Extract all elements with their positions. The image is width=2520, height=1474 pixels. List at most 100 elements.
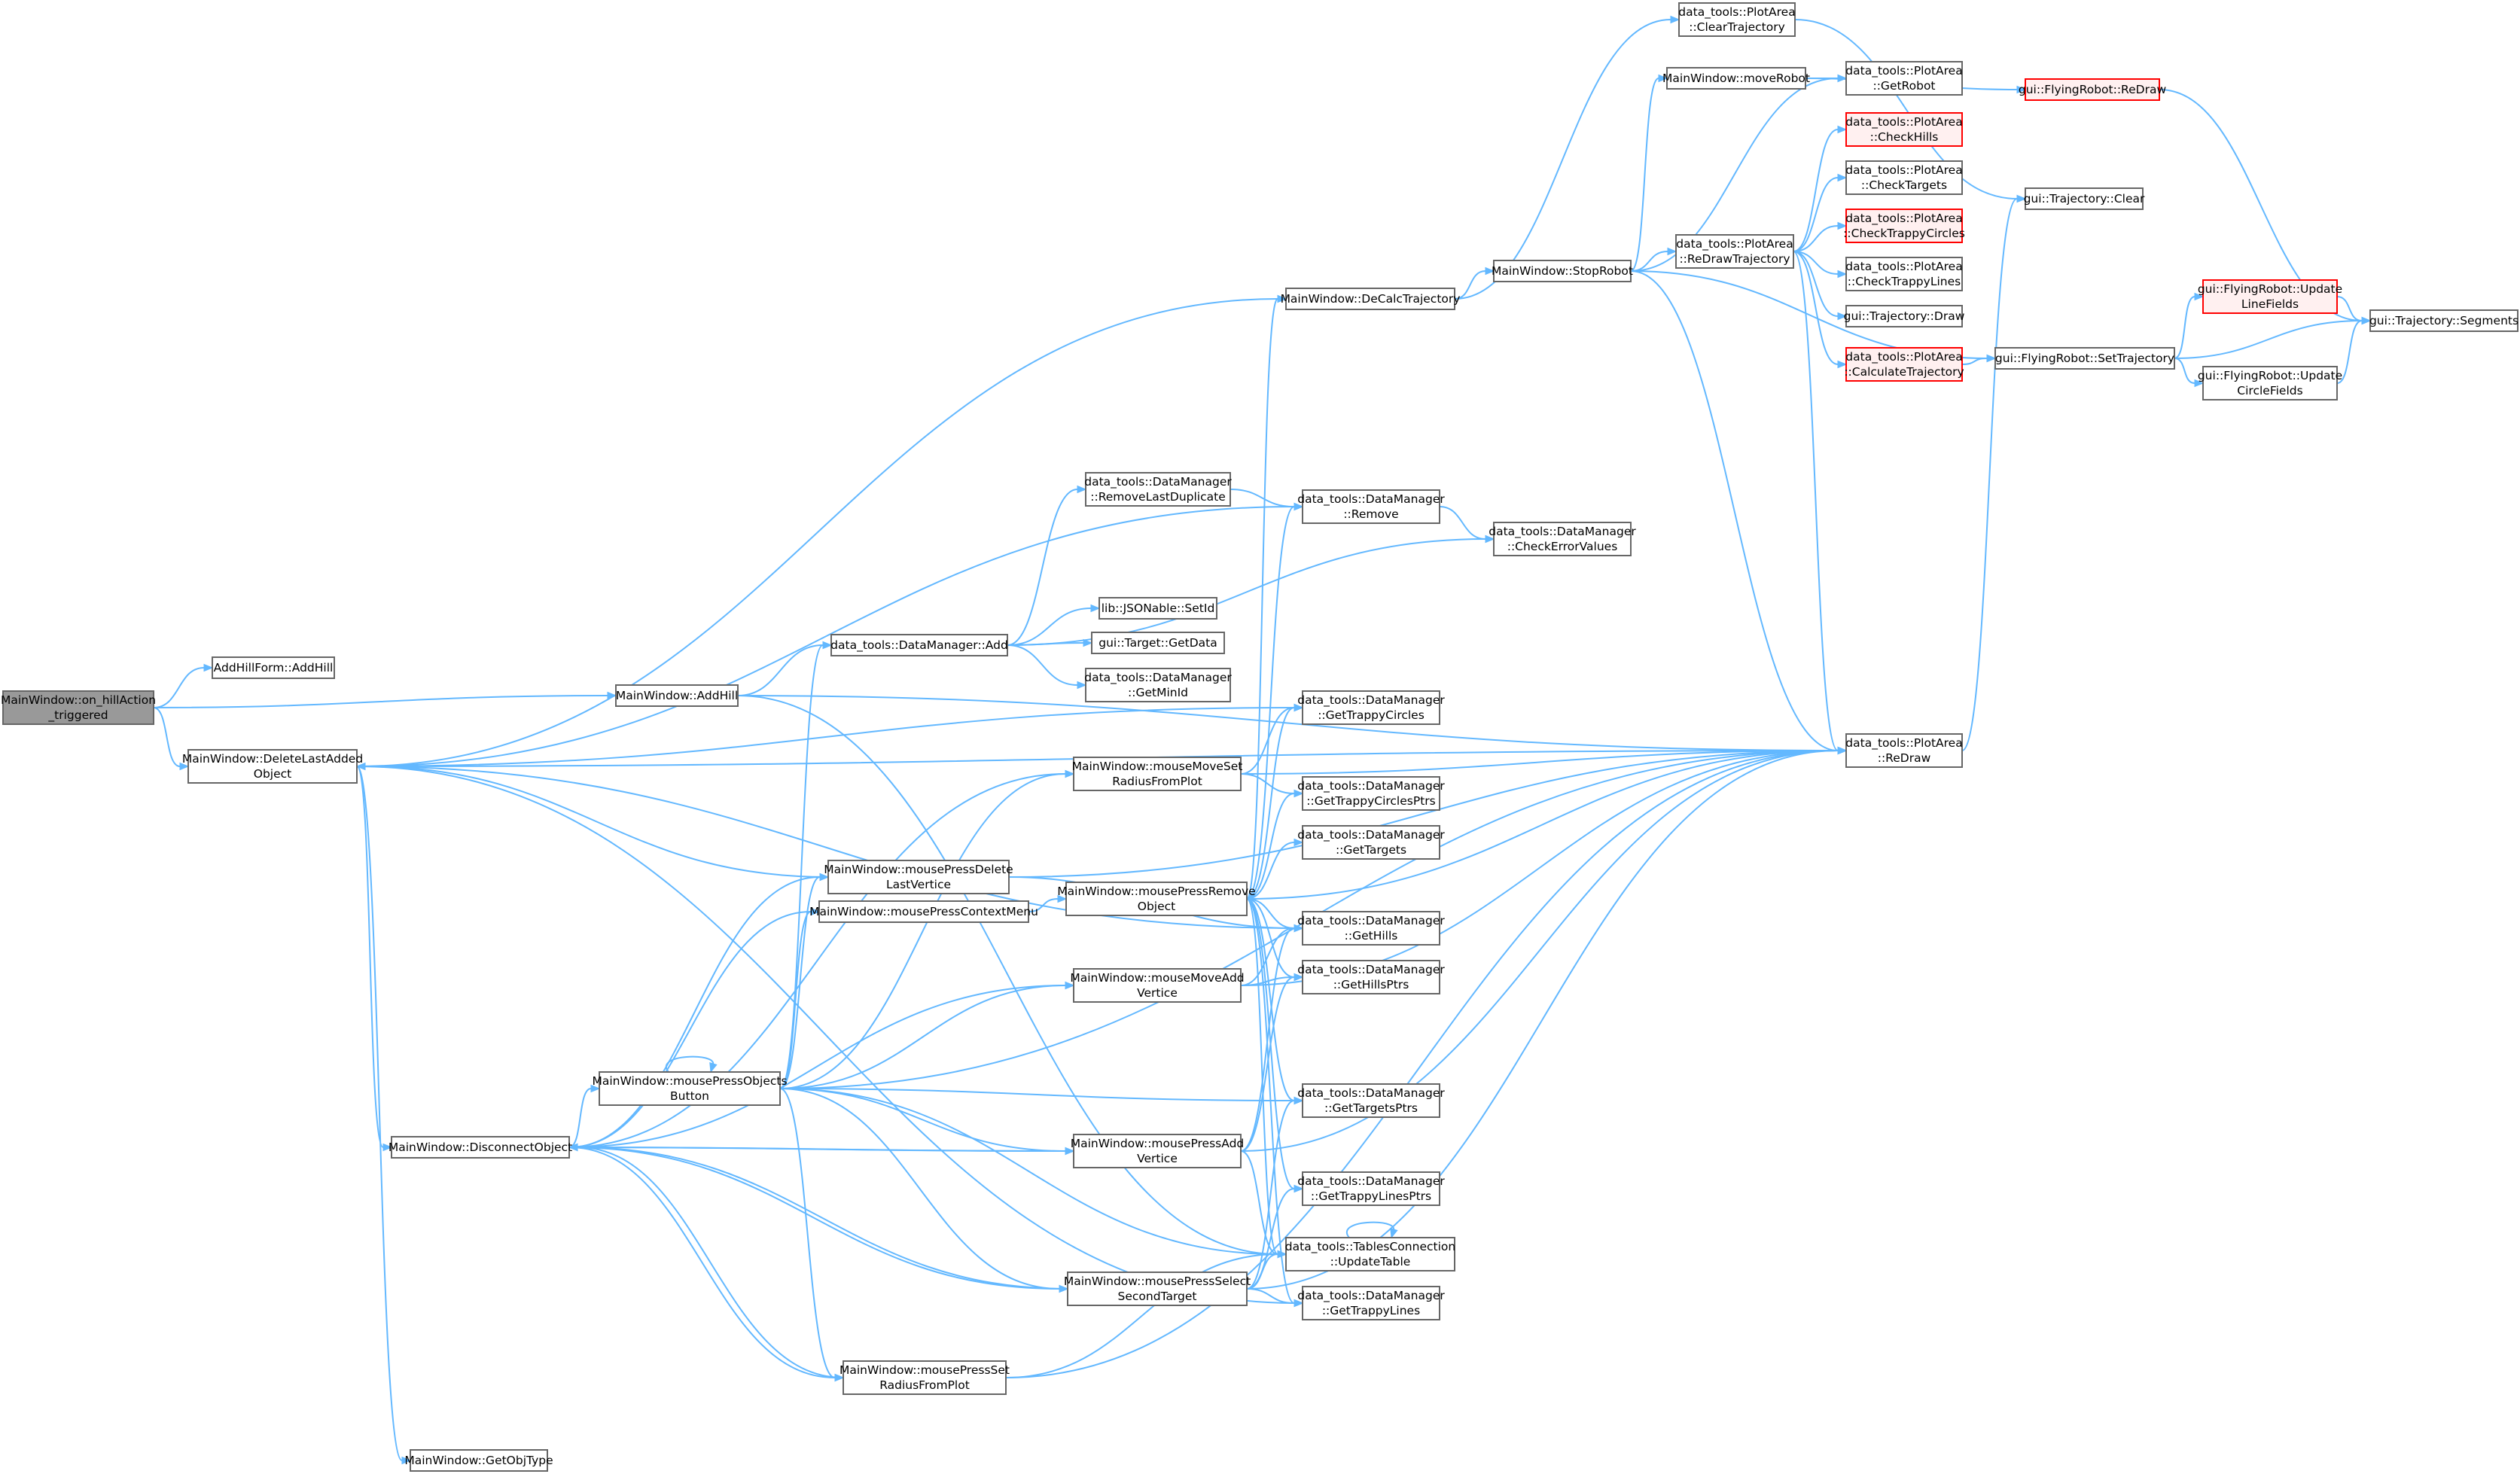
call-edge-fr_settraj-to-fr_updatecircle	[2174, 358, 2195, 384]
node-on_hill[interactable]: MainWindow::on_hillAction_triggered	[1, 690, 156, 725]
node-getobjtype[interactable]: MainWindow::GetObjType	[404, 1449, 553, 1472]
node-moverobot[interactable]: MainWindow::moveRobot	[1662, 67, 1810, 90]
node-calctraj[interactable]: data_tools::PlotArea::CalculateTrajector…	[1844, 347, 1964, 382]
node-removelastdup[interactable]: data_tools::DataManager::RemoveLastDupli…	[1084, 472, 1232, 507]
node-gethillsptrs[interactable]: data_tools::DataManager::GetHillsPtrs	[1297, 960, 1445, 994]
node-checktrappycircles[interactable]: data_tools::PlotArea::CheckTrappyCircles	[1843, 209, 1965, 243]
call-edge-redrawtraj-to-checkhills	[1793, 129, 1839, 252]
node-label: MainWindow::mouseMoveAdd	[1070, 971, 1244, 985]
call-edge-deletelast-to-dm_remove	[356, 506, 1295, 767]
call-edge-mp_remove-to-gettrappylines	[1246, 898, 1295, 1304]
node-updatetable[interactable]: data_tools::TablesConnection::UpdateTabl…	[1285, 1237, 1455, 1271]
call-edge-mp_select2-to-updatetable	[1246, 1253, 1278, 1290]
node-traj_draw[interactable]: gui::Trajectory::Draw	[1844, 305, 1965, 327]
node-box	[818, 900, 1029, 923]
node-label: MainWindow::mousePressContextMenu	[809, 905, 1038, 918]
call-edge-mp_objbtn-to-dm_add	[779, 644, 824, 1089]
arrowhead	[2361, 316, 2372, 325]
call-edge-deletelast-to-getobjtype	[356, 766, 403, 1461]
call-edge-deletelast-to-gethills	[356, 766, 1295, 929]
node-gettargetsptrs[interactable]: data_tools::DataManager::GetTargetsPtrs	[1297, 1083, 1445, 1118]
node-label: MainWindow::moveRobot	[1662, 72, 1810, 85]
node-dm_remove[interactable]: data_tools::DataManager::Remove	[1297, 489, 1445, 524]
call-edge-mp_setradius-to-disconnect	[577, 1147, 844, 1378]
node-fr_settraj[interactable]: gui::FlyingRobot::SetTrajectory	[1994, 347, 2175, 370]
node-target_getdata[interactable]: gui::Target::GetData	[1091, 632, 1225, 654]
call-edge-disconnect-to-mp_dellast	[568, 876, 821, 1148]
node-gettrappycircles[interactable]: data_tools::DataManager::GetTrappyCircle…	[1297, 690, 1445, 725]
node-label: ::CheckTrappyCircles	[1843, 227, 1965, 240]
node-checktargets[interactable]: data_tools::PlotArea::CheckTargets	[1845, 160, 1963, 195]
node-gettargets[interactable]: data_tools::DataManager::GetTargets	[1297, 825, 1445, 860]
node-checktrappylines[interactable]: data_tools::PlotArea::CheckTrappyLines	[1845, 257, 1963, 291]
node-label: data_tools::DataManager::Add	[830, 638, 1008, 653]
node-gettrappycirclesptrs[interactable]: data_tools::DataManager::GetTrappyCircle…	[1297, 776, 1445, 811]
node-addhill[interactable]: MainWindow::AddHill	[615, 684, 739, 707]
node-getrobot[interactable]: data_tools::PlotArea::GetRobot	[1845, 61, 1963, 96]
node-mp_ctx[interactable]: MainWindow::mousePressContextMenu	[809, 900, 1038, 923]
node-label: data_tools::DataManager	[1297, 779, 1445, 793]
node-redrawtraj[interactable]: data_tools::PlotArea::ReDrawTrajectory	[1675, 234, 1794, 269]
node-box	[1302, 960, 1440, 994]
node-label: data_tools::PlotArea	[1678, 5, 1795, 20]
node-decalc[interactable]: MainWindow::DeCalcTrajectory	[1281, 288, 1461, 310]
node-label: Button	[670, 1089, 709, 1103]
node-stoprobot[interactable]: MainWindow::StopRobot	[1492, 260, 1633, 282]
node-box	[1666, 67, 1806, 90]
call-edge-addhill-to-dm_add	[737, 644, 824, 696]
arrowhead	[1294, 703, 1304, 712]
node-label: data_tools::DataManager	[1297, 1289, 1445, 1303]
node-label: _triggered	[47, 708, 108, 723]
arrowhead	[822, 641, 833, 650]
node-box	[1285, 288, 1455, 310]
node-label: MainWindow::on_hillAction	[1, 693, 156, 708]
call-edge-stoprobot-to-moverobot	[1630, 78, 1659, 272]
node-box	[1845, 733, 1963, 768]
node-setid[interactable]: lib::JSONable::SetId	[1099, 597, 1217, 620]
node-disconnect[interactable]: MainWindow::DisconnectObject	[389, 1136, 572, 1159]
node-traj_segments[interactable]: gui::Trajectory::Segments	[2369, 309, 2518, 332]
node-addhillform[interactable]: AddHillForm::AddHill	[212, 656, 335, 679]
arrowhead	[1077, 485, 1087, 494]
arrowhead	[1057, 894, 1068, 903]
call-edge-redrawtraj-to-calctraj	[1793, 251, 1839, 365]
arrowhead	[1670, 15, 1681, 24]
node-gethills[interactable]: data_tools::DataManager::GetHills	[1297, 911, 1445, 946]
node-gettrappylines[interactable]: data_tools::DataManager::GetTrappyLines	[1297, 1286, 1445, 1320]
arrowhead	[1090, 604, 1101, 613]
call-edge-on_hill-to-addhill	[153, 695, 608, 708]
node-fr_redraw[interactable]: gui::FlyingRobot::ReDraw	[2019, 78, 2167, 101]
node-label: ::GetRobot	[1872, 79, 1935, 93]
node-box	[1302, 1083, 1440, 1118]
node-checkhills[interactable]: data_tools::PlotArea::CheckHills	[1845, 112, 1963, 147]
arrowhead	[834, 1373, 845, 1382]
node-dm_add[interactable]: data_tools::DataManager::Add	[830, 634, 1008, 656]
node-label: MainWindow::mousePressObjects	[592, 1074, 787, 1088]
node-cleartraj[interactable]: data_tools::PlotArea::ClearTrajectory	[1678, 2, 1796, 37]
call-edge-mm_setradius-to-gettrappycirclesptrs	[1240, 773, 1295, 794]
node-box	[1302, 911, 1440, 946]
node-box	[1678, 2, 1796, 37]
node-label: ::GetHills	[1345, 929, 1398, 943]
node-gettrappylinesptrs[interactable]: data_tools::DataManager::GetTrappyLinesP…	[1297, 1171, 1445, 1206]
arrowhead	[1390, 1227, 1398, 1239]
node-checkerr[interactable]: data_tools::DataManager::CheckErrorValue…	[1489, 522, 1636, 556]
node-box	[1302, 690, 1440, 725]
node-traj_clear[interactable]: gui::Trajectory::Clear	[2024, 187, 2145, 210]
node-box	[615, 684, 739, 707]
call-edge-dm_add-to-getminid	[1007, 644, 1078, 686]
call-edge-mp_remove-to-gettargetsptrs	[1246, 898, 1295, 1101]
node-getminid[interactable]: data_tools::DataManager::GetMinId	[1084, 668, 1232, 702]
node-plotarea_redraw[interactable]: data_tools::PlotArea::ReDraw	[1845, 733, 1963, 768]
